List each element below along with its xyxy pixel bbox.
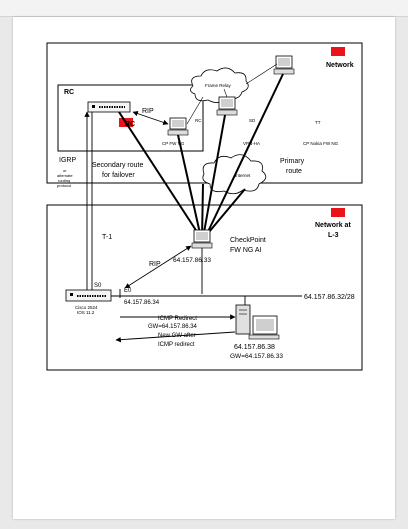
internet-label: Internet <box>235 173 251 178</box>
top-network-label: Network <box>326 62 354 69</box>
cisco-model: Cisco 2524 <box>75 305 98 310</box>
link-mid-fr <box>223 88 228 98</box>
top-network-box <box>46 42 363 184</box>
rip-upper-arrow <box>132 111 169 125</box>
document-page: Network RC RC RIP CP FW NG Frame Relay R… <box>13 17 395 519</box>
cisco-router <box>65 289 112 302</box>
rc-firewall-pc-icon <box>167 117 189 136</box>
viewer-toolbar <box>0 0 408 17</box>
network-diagram: Network RC RC RIP CP FW NG Frame Relay R… <box>46 42 363 371</box>
rc-small-label: RC <box>195 118 202 123</box>
subnet-label: 64.157.86.32/28 <box>304 294 355 301</box>
t1-label: T-1 <box>102 234 112 241</box>
router-ip: 64.157.86.34 <box>124 300 160 306</box>
e0-label: E0 <box>124 288 132 294</box>
checkpoint-line-2: FW NG AI <box>230 247 262 254</box>
icmp-redirect-line-1: ICMP Redirect <box>158 316 197 322</box>
rip-upper-label: RIP <box>142 108 154 115</box>
cisco-ios: IOS 11.2 <box>77 310 95 315</box>
bottom-redaction-mark <box>331 208 345 217</box>
rip-lower-arrow <box>124 245 192 289</box>
bottom-network-line-1: Network at <box>315 222 351 229</box>
new-gw-line-1: New GW after <box>158 333 196 339</box>
cp-fw-ng-left: CP FW NG <box>162 141 185 146</box>
igrp-note-2: alternate <box>57 173 73 178</box>
igrp-note-3: routing <box>58 178 70 183</box>
host-ip: 64.157.86.38 <box>234 344 275 351</box>
new-gw-arrow <box>115 331 236 343</box>
bottom-network-box <box>46 204 363 371</box>
top-redaction-mark <box>331 47 345 56</box>
rc-site-label: RC <box>125 121 135 128</box>
link-rc-fr <box>186 96 204 125</box>
vpn-tunnel-fan <box>118 73 284 239</box>
rc-site-box <box>57 84 204 152</box>
frame-relay-cloud <box>190 67 249 103</box>
sd-small-label: SD <box>249 118 256 123</box>
cp-nokia-label: CP Nokia FW NG <box>303 141 339 146</box>
igrp-note-4: protocol <box>57 183 71 188</box>
nokia-pc-icon <box>273 55 295 75</box>
s0-label: S0 <box>94 283 102 289</box>
host-workstation-icon <box>235 304 280 340</box>
secondary-route-line-1: Secondary route <box>92 162 143 169</box>
frame-relay-label: Frame Relay <box>205 83 232 88</box>
checkpoint-line-1: CheckPoint <box>230 237 266 244</box>
rip-lower-label: RIP <box>149 261 161 268</box>
tt-small-label: TT <box>315 120 321 125</box>
rc-box-label: RC <box>64 89 74 96</box>
primary-route-line-2: route <box>286 168 302 175</box>
new-gw-line-2: ICMP redirect <box>158 342 195 348</box>
checkpoint-firewall-pc-icon <box>191 229 213 249</box>
igrp-label: IGRP <box>59 157 76 164</box>
vpn-pc-icon <box>216 96 238 116</box>
host-gateway: GW=64.157.86.33 <box>230 353 283 360</box>
primary-route-line-1: Primary <box>280 158 305 165</box>
vpn-label: VPN-HA <box>243 141 260 146</box>
igrp-note-1: or <box>63 168 67 173</box>
secondary-route-line-2: for failover <box>102 172 135 179</box>
rc-router <box>87 101 131 113</box>
link-fr-nokia <box>245 63 278 85</box>
icmp-redirect-line-2: GW=64.157.86.34 <box>148 324 198 330</box>
firewall-ip: 64.157.86.33 <box>173 257 211 264</box>
bottom-network-line-2: L-3 <box>328 232 339 239</box>
